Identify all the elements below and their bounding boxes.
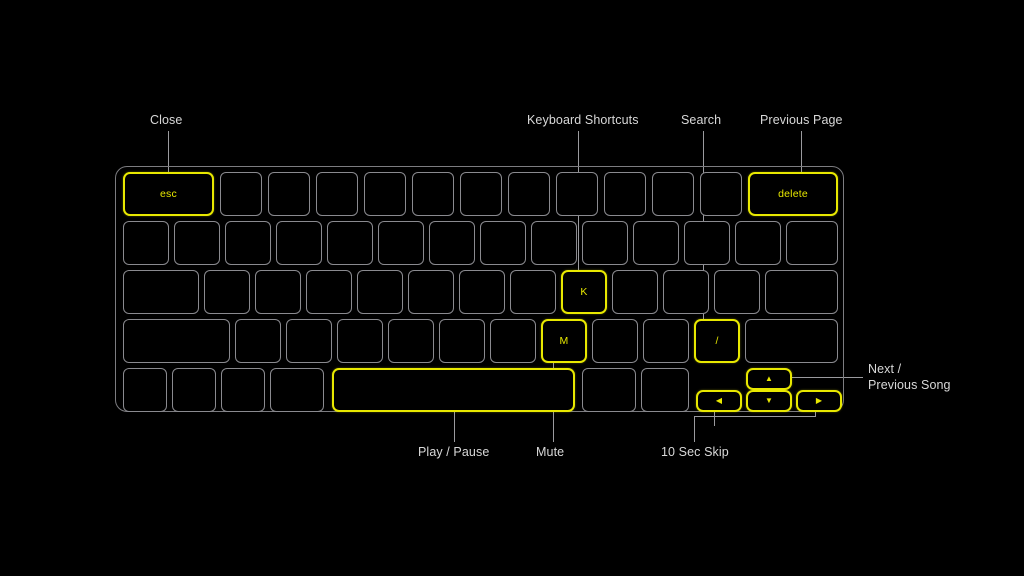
key-h[interactable] (490, 319, 536, 363)
callout-search: Search (681, 113, 722, 127)
callout-mute: Mute (536, 445, 565, 459)
key-shift-right[interactable] (745, 319, 838, 363)
key-f11[interactable] (700, 172, 742, 216)
key-control[interactable] (172, 368, 216, 412)
key-shift-left[interactable] (123, 319, 230, 363)
key-k-label: K (580, 285, 588, 298)
key-d[interactable] (337, 319, 383, 363)
key-4[interactable] (327, 221, 373, 265)
key-y[interactable] (459, 270, 505, 314)
key-9[interactable] (582, 221, 628, 265)
key-k[interactable]: K (561, 270, 607, 314)
key-p[interactable] (663, 270, 709, 314)
key-option-right[interactable] (641, 368, 689, 412)
key-g[interactable] (439, 319, 485, 363)
key-slash[interactable]: / (694, 319, 740, 363)
arrow-up-icon: ▲ (765, 374, 773, 383)
leader-line-play-pause (454, 384, 455, 442)
callout-next-previous-song: Next / Previous Song (868, 362, 951, 392)
key-space[interactable] (332, 368, 575, 412)
key-period[interactable] (643, 319, 689, 363)
arrow-left-icon: ◀ (715, 396, 723, 405)
key-f1[interactable] (220, 172, 262, 216)
key-m-label: M (559, 334, 569, 347)
key-command-right[interactable] (582, 368, 636, 412)
key-s[interactable] (286, 319, 332, 363)
key-f10[interactable] (652, 172, 694, 216)
key-f5[interactable] (412, 172, 454, 216)
leader-line-skip-join (694, 416, 816, 417)
key-2[interactable] (225, 221, 271, 265)
key-command-left[interactable] (270, 368, 324, 412)
key-6[interactable] (429, 221, 475, 265)
keyboard-row-space: ◀ ▲ ▼ ▶ (116, 368, 843, 412)
key-arrow-up[interactable]: ▲ (746, 368, 792, 390)
key-esc[interactable]: esc (123, 172, 214, 216)
key-5[interactable] (378, 221, 424, 265)
key-m[interactable]: M (541, 319, 587, 363)
leader-line-close (168, 131, 169, 191)
key-r[interactable] (357, 270, 403, 314)
key-esc-label: esc (160, 187, 177, 200)
key-comma[interactable] (592, 319, 638, 363)
leader-line-arrow-left-drop (714, 404, 715, 426)
key-a[interactable] (235, 319, 281, 363)
callout-ten-sec-skip: 10 Sec Skip (661, 445, 729, 459)
key-f4[interactable] (364, 172, 406, 216)
key-backtick[interactable] (123, 221, 169, 265)
key-return[interactable] (765, 270, 838, 314)
arrow-down-icon: ▼ (765, 396, 773, 405)
key-tab[interactable] (123, 270, 199, 314)
callout-play-pause: Play / Pause (418, 445, 490, 459)
arrow-right-icon: ▶ (815, 396, 823, 405)
key-f7[interactable] (508, 172, 550, 216)
leader-line-next-previous-song (763, 377, 863, 378)
leader-line-ten-sec-skip (694, 416, 695, 442)
key-u[interactable] (510, 270, 556, 314)
key-f2[interactable] (268, 172, 310, 216)
key-arrow-right[interactable]: ▶ (796, 390, 842, 412)
key-f[interactable] (388, 319, 434, 363)
key-f6[interactable] (460, 172, 502, 216)
key-backspace[interactable] (786, 221, 838, 265)
key-option-left[interactable] (221, 368, 265, 412)
key-bracket-left[interactable] (714, 270, 760, 314)
key-t[interactable] (408, 270, 454, 314)
key-q[interactable] (204, 270, 250, 314)
callout-keyboard-shortcuts: Keyboard Shortcuts (527, 113, 639, 127)
leader-line-previous-page (801, 131, 802, 191)
key-8[interactable] (531, 221, 577, 265)
key-f3[interactable] (316, 172, 358, 216)
key-f9[interactable] (604, 172, 646, 216)
key-w[interactable] (255, 270, 301, 314)
key-fn[interactable] (123, 368, 167, 412)
key-e[interactable] (306, 270, 352, 314)
key-0[interactable] (633, 221, 679, 265)
keyboard-row-asdf: M / (116, 319, 843, 363)
callout-close: Close (150, 113, 183, 127)
key-7[interactable] (480, 221, 526, 265)
key-1[interactable] (174, 221, 220, 265)
key-arrow-left[interactable]: ◀ (696, 390, 742, 412)
key-slash-label: / (715, 334, 719, 347)
key-arrow-down[interactable]: ▼ (746, 390, 792, 412)
callout-previous-page: Previous Page (760, 113, 843, 127)
key-equals[interactable] (735, 221, 781, 265)
keyboard: esc delete (115, 166, 844, 412)
keyboard-row-function: esc delete (116, 172, 843, 216)
key-minus[interactable] (684, 221, 730, 265)
key-delete-label: delete (778, 187, 808, 200)
key-delete[interactable]: delete (748, 172, 838, 216)
key-f8[interactable] (556, 172, 598, 216)
keyboard-row-qwerty: K (116, 270, 843, 314)
keyboard-row-numbers (116, 221, 843, 265)
key-3[interactable] (276, 221, 322, 265)
key-o[interactable] (612, 270, 658, 314)
